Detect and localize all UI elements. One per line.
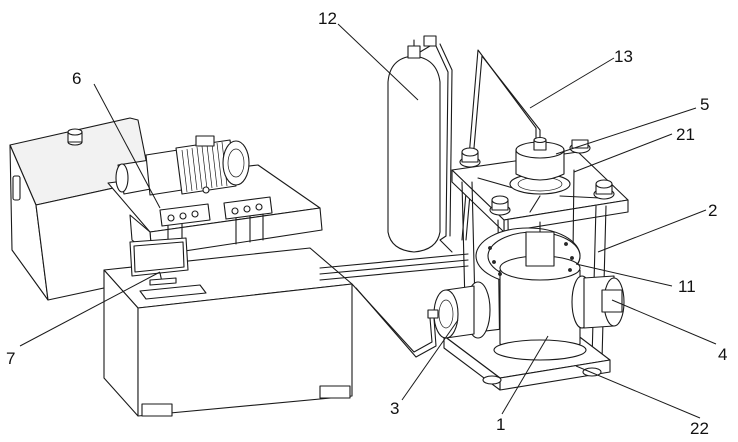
callout-22: 22 (690, 419, 709, 438)
callout-1: 1 (496, 415, 505, 434)
callout-3: 3 (390, 399, 399, 418)
callout-11: 11 (678, 277, 696, 296)
callout-12: 12 (318, 9, 337, 28)
callout-4: 4 (718, 345, 727, 364)
control-cabinet (104, 238, 352, 416)
callout-21: 21 (676, 125, 695, 144)
top-loading-cylinder (510, 138, 570, 195)
gas-cylinder (388, 36, 452, 252)
callout-5: 5 (700, 95, 709, 114)
left-actuator (428, 282, 490, 338)
callout-13: 13 (614, 47, 633, 66)
callout-7: 7 (6, 349, 15, 368)
callout-2: 2 (708, 201, 717, 220)
callout-6: 6 (72, 69, 81, 88)
